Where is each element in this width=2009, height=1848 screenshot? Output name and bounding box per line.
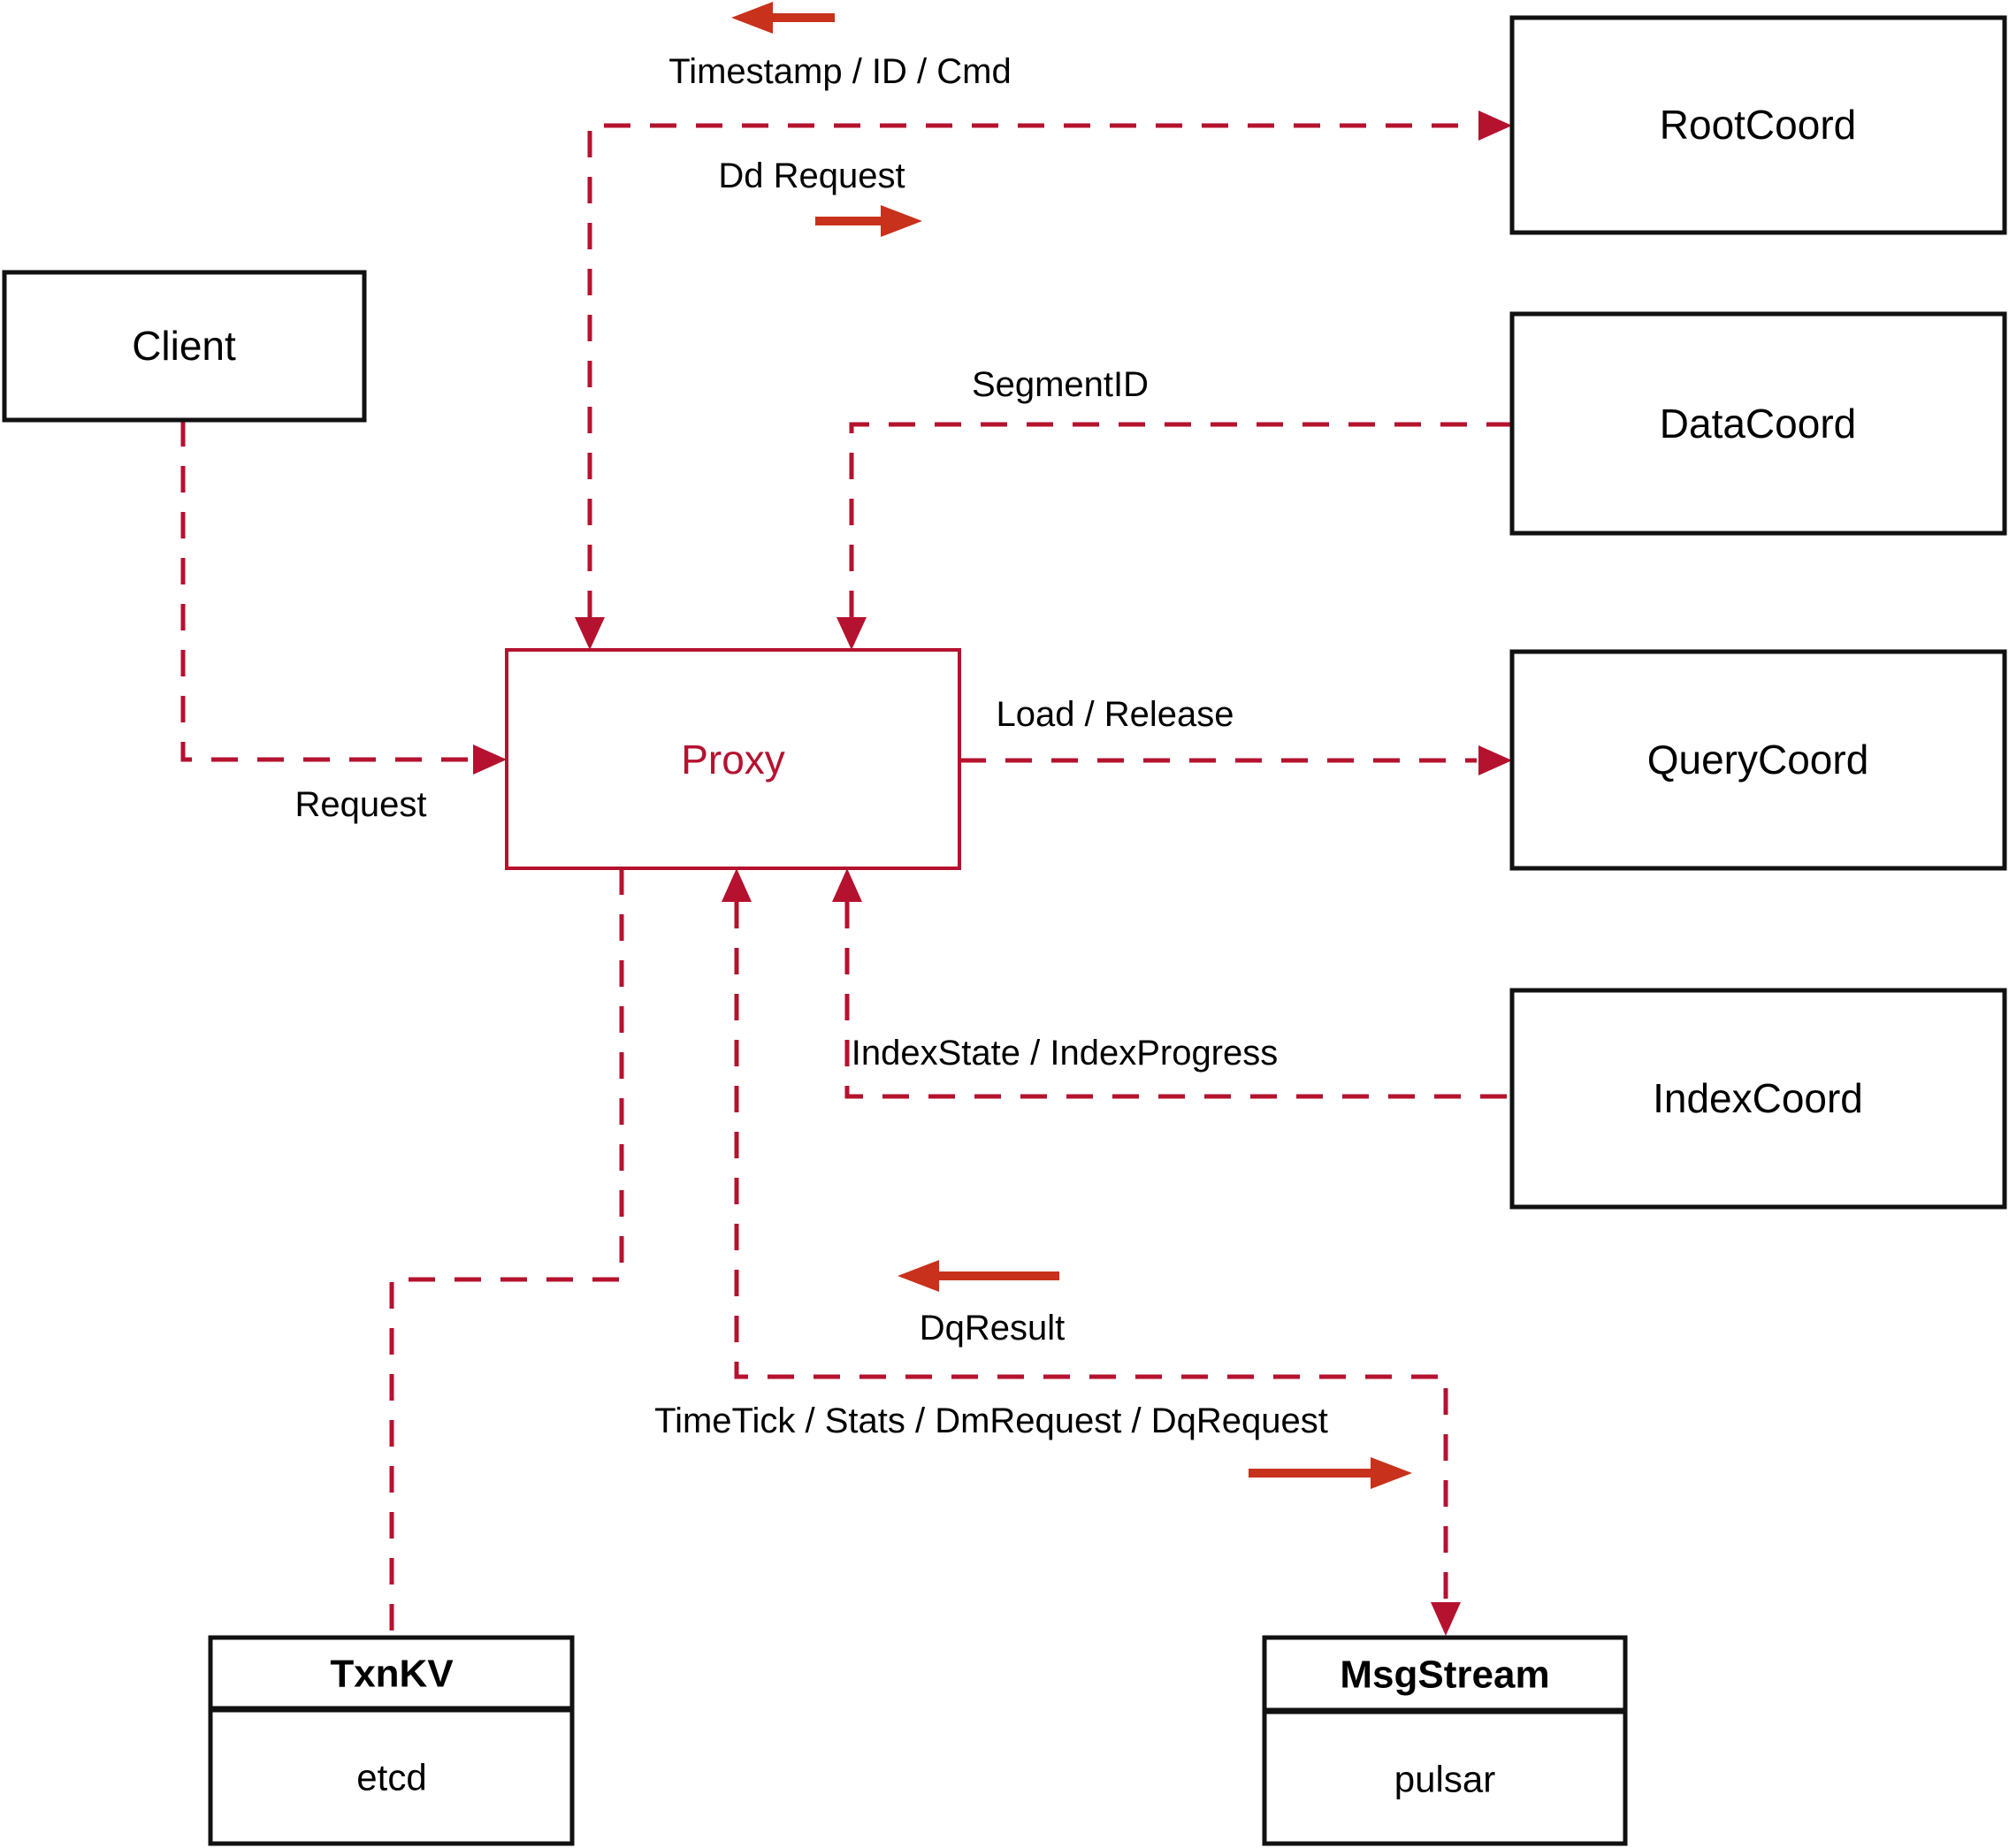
node-proxy-label: Proxy [681, 737, 785, 783]
arrowhead-into-rootcoord-icon [1478, 111, 1512, 141]
node-msgstream-label: MsgStream [1340, 1653, 1549, 1697]
node-txnkv-box: TxnKV etcd [208, 1635, 575, 1846]
arrowhead-into-querycoord-icon [1478, 745, 1512, 775]
arrowhead-into-proxy-top-left-icon [575, 617, 605, 650]
node-proxy-box [505, 648, 961, 870]
node-client-box [2, 270, 367, 423]
flow-arrow-left-dqresult-icon [898, 1260, 1059, 1292]
node-datacoord-box [1509, 311, 2007, 536]
edge-client-proxy-line [180, 420, 473, 762]
node-txnkv-sublabel: etcd [356, 1757, 426, 1798]
node-client-label: Client [132, 323, 236, 369]
edge-label-segmentid: SegmentID [972, 365, 1149, 404]
edge-proxy-msgstream-line [734, 902, 1448, 1602]
node-querycoord-label: QueryCoord [1647, 737, 1869, 783]
node-indexcoord-box [1509, 988, 2007, 1210]
flow-arrow-left-timestamp-icon [731, 2, 835, 34]
edge-label-indexstate-indexprogress: IndexState / IndexProgress [852, 1034, 1279, 1073]
arrowhead-into-proxy-top-right-icon [836, 617, 867, 650]
flow-arrow-right-timetick-icon [1249, 1457, 1412, 1489]
arrowhead-into-proxy-left-icon [473, 745, 507, 775]
arrowhead-into-msgstream-icon [1431, 1602, 1461, 1636]
node-querycoord-box [1509, 649, 2007, 871]
node-txnkv-label: TxnKV [330, 1653, 454, 1696]
edge-label-request: Request [295, 785, 427, 824]
node-datacoord-label: DataCoord [1660, 401, 1856, 447]
edge-label-dd-request: Dd Request [718, 157, 905, 195]
edge-label-timestamp-id-cmd: Timestamp / ID / Cmd [668, 52, 1011, 91]
node-rootcoord-label: RootCoord [1660, 102, 1856, 148]
node-msgstream-sublabel: pulsar [1394, 1759, 1495, 1800]
arrowhead-into-proxy-bottom-left-icon [722, 868, 752, 902]
edge-proxy-rootcoord-line [587, 123, 1477, 617]
edge-label-load-release: Load / Release [996, 695, 1234, 734]
node-msgstream-box: MsgStream pulsar [1262, 1635, 1628, 1846]
flow-arrow-right-dd-request-icon [815, 205, 922, 237]
edge-label-timetick-stats: TimeTick / Stats / DmRequest / DqRequest [654, 1401, 1328, 1440]
arrowhead-into-proxy-bottom-right-icon [832, 868, 862, 902]
edge-indexcoord-proxy-line [844, 902, 1512, 1099]
node-rootcoord-box [1509, 15, 2007, 235]
edge-proxy-txnkv-line [389, 868, 624, 1636]
node-indexcoord-label: IndexCoord [1653, 1075, 1863, 1121]
edge-label-dqresult: DqResult [920, 1309, 1066, 1348]
edge-datacoord-proxy-line [849, 422, 1512, 617]
